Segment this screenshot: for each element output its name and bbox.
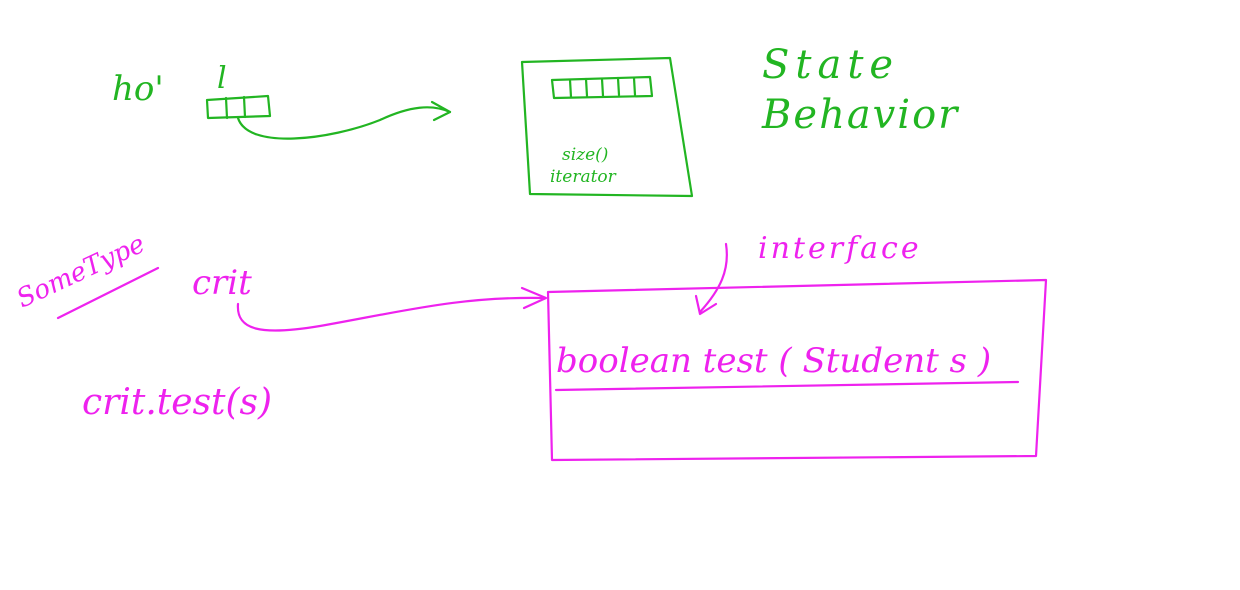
- interface-arrow-head: [694, 294, 718, 316]
- interface-group: interface boolean test ( Student s ): [546, 231, 1048, 462]
- reference-crit-group: crit crit.test(s): [82, 263, 548, 423]
- interface-arrow: [698, 242, 728, 314]
- type-label-group: SomeType: [12, 229, 160, 320]
- variable-name-label: l: [217, 61, 227, 96]
- reference-variable-group: ho' l: [112, 61, 452, 140]
- object-aspects-group: State Behavior: [761, 42, 960, 138]
- reference-box-divider: [224, 95, 247, 120]
- ref-arrow-head: [520, 286, 548, 310]
- type-label: SomeType: [12, 229, 149, 314]
- object-box: [520, 56, 694, 198]
- reference-box: [205, 94, 272, 120]
- reference-arrow-head: [430, 100, 452, 122]
- method-signature: boolean test ( Student s ): [556, 341, 991, 381]
- variable-type-label: ho': [112, 69, 164, 109]
- type-label-underline: [56, 266, 160, 320]
- method-size-label: size(): [562, 145, 608, 165]
- state-array-cells: [568, 76, 637, 99]
- interface-label: interface: [758, 231, 922, 266]
- method-call-label: crit.test(s): [82, 382, 272, 423]
- interface-divider: [554, 380, 1020, 392]
- interface-box: [546, 278, 1048, 462]
- reference-arrow: [236, 106, 452, 140]
- method-iterator-label: iterator: [550, 167, 617, 187]
- ref-arrow: [236, 296, 547, 332]
- object-box-group: size() iterator: [520, 56, 694, 198]
- behavior-label: Behavior: [761, 92, 960, 138]
- ref-label: crit: [192, 263, 252, 303]
- state-label: State: [762, 42, 899, 88]
